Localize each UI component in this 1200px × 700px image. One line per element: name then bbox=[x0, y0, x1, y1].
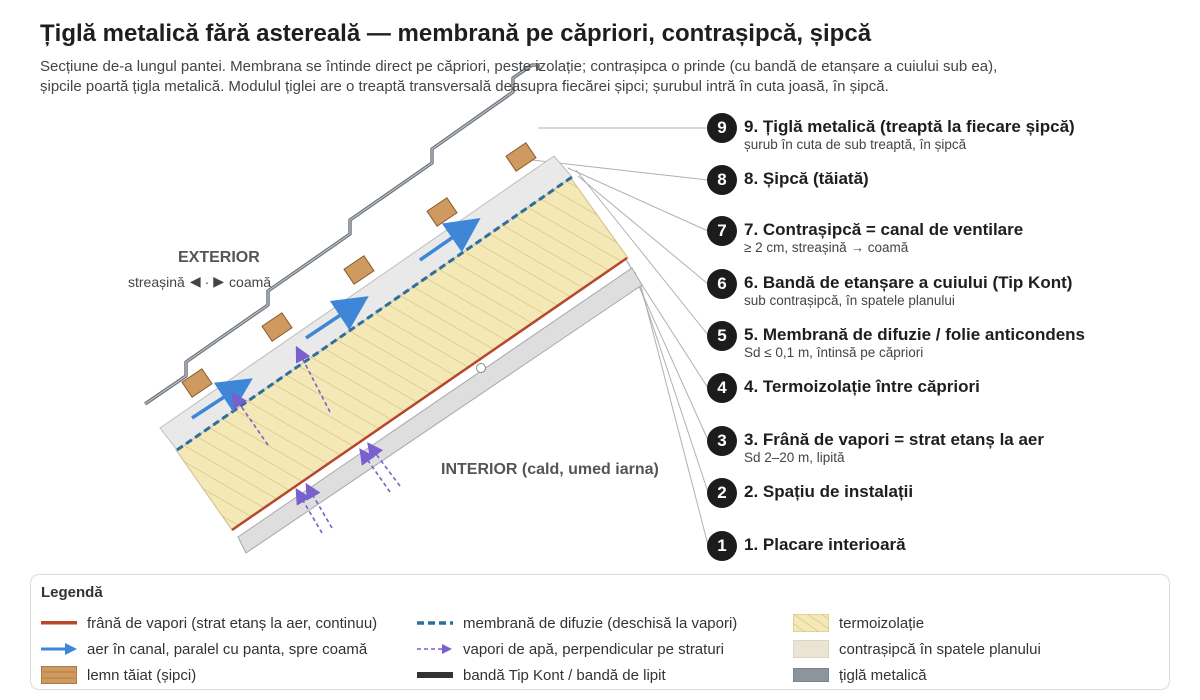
callout-number: 2 bbox=[707, 478, 737, 508]
callout-label: 8. Șipcă (tăiată) bbox=[744, 169, 869, 188]
page-title: Țiglă metalică fără astereală — membrană… bbox=[40, 20, 872, 47]
callout-5: 5 5. Membrană de difuzie / folie anticon… bbox=[707, 321, 1085, 362]
callout-7: 7 7. Contrașipcă = canal de ventilare ≥ … bbox=[707, 216, 1023, 257]
callout-number: 3 bbox=[707, 426, 737, 456]
callout-2: 2 2. Spațiu de instalații bbox=[707, 478, 913, 508]
right-triangle-icon: ▶ bbox=[213, 273, 225, 289]
legend-label: țiglă metalică bbox=[839, 666, 927, 684]
batten bbox=[343, 255, 375, 285]
legend-label: vapori de apă, perpendicular pe straturi bbox=[463, 640, 724, 658]
vapour-arrows bbox=[231, 345, 401, 534]
callout-6: 6 6. Bandă de etanșare a cuiului (Tip Ko… bbox=[707, 269, 1072, 310]
eaves-label: streașină bbox=[128, 273, 185, 290]
callout-8: 8 8. Șipcă (tăiată) bbox=[707, 165, 869, 195]
legend-label: membrană de difuzie (deschisă la vapori) bbox=[463, 614, 738, 632]
beige-swatch-icon bbox=[793, 639, 829, 659]
callout-label: 3. Frână de vapori = strat etanș la aer bbox=[744, 430, 1044, 449]
batten bbox=[261, 312, 293, 342]
legend-item-diffusion-membrane: membrană de difuzie (deschisă la vapori) bbox=[417, 613, 737, 633]
batten bbox=[181, 368, 213, 398]
left-triangle-icon: ◀ bbox=[189, 273, 201, 289]
legend-item-metal-tile: țiglă metalică bbox=[793, 665, 927, 685]
callout-label: 9. Țiglă metalică (treaptă la fiecare și… bbox=[744, 117, 1075, 136]
metal-tile-profile-highlight bbox=[144, 64, 538, 405]
callout-3: 3 3. Frână de vapori = strat etanș la ae… bbox=[707, 426, 1044, 467]
callout-number: 9 bbox=[707, 113, 737, 143]
legend-label: bandă Tip Kont / bandă de lipit bbox=[463, 666, 666, 684]
legend-item-vapour-arrow: vapori de apă, perpendicular pe straturi bbox=[417, 639, 724, 659]
grey-swatch-icon bbox=[793, 665, 829, 685]
callout-label: 4. Termoizolație între căpriori bbox=[744, 377, 980, 396]
callout-label: 7. Contrașipcă = canal de ventilare bbox=[744, 220, 1024, 239]
callout-sub: sub contrașipcă, în spatele planului bbox=[744, 293, 955, 308]
callout-sub: șurub în cuta de sub treaptă, în șipcă bbox=[744, 137, 967, 152]
legend-item-air-arrow: aer în canal, paralel cu panta, spre coa… bbox=[41, 639, 367, 659]
callout-number: 4 bbox=[707, 373, 737, 403]
callout-number: 5 bbox=[707, 321, 737, 351]
legend-label: lemn tăiat (șipci) bbox=[87, 666, 197, 684]
ridge-label: coamă bbox=[229, 273, 272, 290]
air-flow-arrows bbox=[191, 218, 481, 420]
purple-dashed-arrow-icon bbox=[417, 639, 453, 659]
red-line-icon bbox=[41, 613, 77, 633]
blue-arrow-icon bbox=[41, 639, 77, 659]
callout-number: 8 bbox=[707, 165, 737, 195]
legend-label: aer în canal, paralel cu panta, spre coa… bbox=[87, 640, 368, 658]
callout-label: 5. Membrană de difuzie / folie anticonde… bbox=[744, 325, 1086, 344]
batten bbox=[505, 142, 537, 172]
callout-9: 9 9. Țiglă metalică (treaptă la fiecare … bbox=[707, 113, 1075, 154]
callout-label: 6. Bandă de etanșare a cuiului (Tip Kont… bbox=[744, 273, 1073, 292]
page-subtitle: Secțiune de-a lungul pantei. Membrana se… bbox=[40, 58, 998, 95]
hatched-swatch-icon bbox=[793, 613, 829, 633]
batten bbox=[426, 197, 458, 227]
blue-dashed-line-icon bbox=[417, 613, 453, 633]
wood-swatch-icon bbox=[41, 665, 77, 685]
black-bar-icon bbox=[417, 665, 453, 685]
exterior-label: EXTERIOR bbox=[178, 249, 260, 266]
legend: Legendă frână de vapori (strat etanș la … bbox=[30, 574, 1170, 690]
legend-item-counter-batten: contrașipcă în spatele planului bbox=[793, 639, 1041, 659]
legend-label: termoizolație bbox=[839, 614, 925, 632]
callout-number: 6 bbox=[707, 269, 737, 299]
separator-dot: · bbox=[204, 273, 210, 290]
vapour-barrier-line bbox=[231, 256, 628, 532]
legend-label: frână de vapori (strat etanș la aer, con… bbox=[87, 614, 378, 632]
callout-4: 4 4. Termoizolație între căpriori bbox=[707, 373, 980, 403]
callout-number: 7 bbox=[707, 216, 737, 246]
leader-lines bbox=[531, 127, 709, 546]
legend-item-wood: lemn tăiat (șipci) bbox=[41, 665, 196, 685]
legend-item-tape: bandă Tip Kont / bandă de lipit bbox=[417, 665, 666, 685]
callout-sub: Sd ≤ 0,1 m, întinsă pe căpriori bbox=[744, 345, 924, 360]
callout-label: 2. Spațiu de instalații bbox=[744, 482, 914, 501]
callout-number: 1 bbox=[707, 531, 737, 561]
legend-label: contrașipcă în spatele planului bbox=[839, 640, 1041, 658]
callout-1: 1 1. Placare interioară bbox=[707, 531, 906, 561]
legend-item-vapour-barrier: frână de vapori (strat etanș la aer, con… bbox=[41, 613, 377, 633]
callout-sub: Sd 2–20 m, lipită bbox=[744, 450, 845, 465]
exterior-direction-hint: streașină ◀ · ▶ coamă bbox=[128, 273, 271, 290]
callout-sub: ≥ 2 cm, streașină → coamă bbox=[744, 240, 909, 255]
interior-label: INTERIOR (cald, umed iarna) bbox=[441, 461, 659, 478]
battens bbox=[181, 142, 537, 398]
callout-label: 1. Placare interioară bbox=[744, 535, 906, 554]
legend-title: Legendă bbox=[41, 584, 103, 601]
legend-item-insulation: termoizolație bbox=[793, 613, 924, 633]
fastener-mark bbox=[476, 363, 486, 373]
